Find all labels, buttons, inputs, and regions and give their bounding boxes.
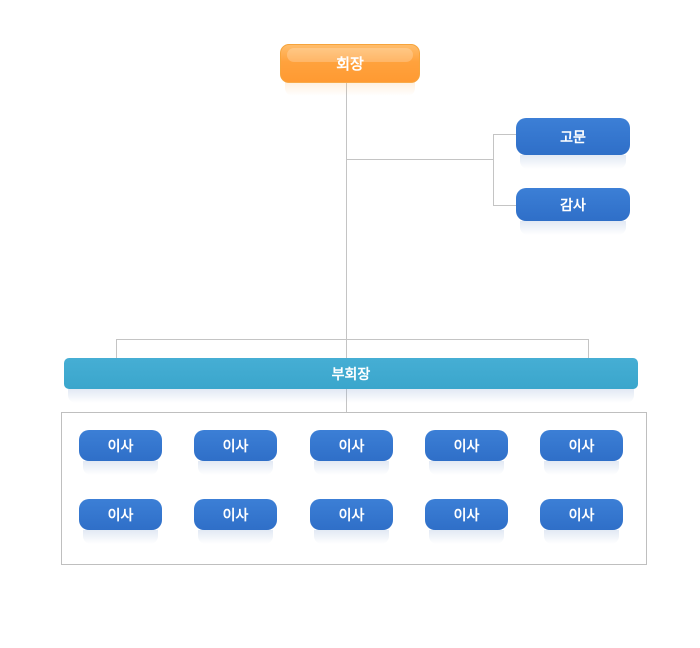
- director-node: 이사: [310, 499, 393, 544]
- director-node: 이사: [194, 430, 277, 475]
- director-node: 이사: [194, 499, 277, 544]
- auditor-node: 감사: [516, 188, 630, 235]
- board-of-directors-group: [61, 412, 647, 565]
- vice-chairman-label: 부회장: [331, 366, 371, 383]
- director-label: 이사: [338, 507, 365, 524]
- director-node: 이사: [540, 430, 623, 475]
- director-label: 이사: [338, 438, 365, 455]
- advisor-label: 고문: [560, 129, 586, 146]
- connector-staff-vertical: [493, 134, 494, 206]
- advisor-node: 고문: [516, 118, 630, 169]
- director-label: 이사: [222, 438, 249, 455]
- connector-auditor: [493, 205, 516, 206]
- chairman-label: 회장: [336, 55, 364, 73]
- auditor-label: 감사: [560, 197, 586, 214]
- connector-vice-bracket-top: [116, 339, 589, 340]
- connector-chairman-trunk: [346, 83, 347, 359]
- director-node: 이사: [79, 430, 162, 475]
- director-label: 이사: [568, 507, 595, 524]
- director-label: 이사: [453, 507, 480, 524]
- director-label: 이사: [107, 507, 134, 524]
- director-label: 이사: [453, 438, 480, 455]
- connector-advisor: [493, 134, 516, 135]
- chairman-node: 회장: [280, 44, 420, 96]
- connector-staff-branch: [346, 159, 493, 160]
- director-label: 이사: [568, 438, 595, 455]
- director-label: 이사: [107, 438, 134, 455]
- vice-chairman-node: 부회장: [64, 358, 638, 403]
- director-node: 이사: [425, 430, 508, 475]
- connector-vice-bracket-left: [116, 339, 117, 358]
- director-node: 이사: [540, 499, 623, 544]
- director-node: 이사: [310, 430, 393, 475]
- director-label: 이사: [222, 507, 249, 524]
- connector-vice-bracket-right: [588, 339, 589, 358]
- director-node: 이사: [79, 499, 162, 544]
- director-node: 이사: [425, 499, 508, 544]
